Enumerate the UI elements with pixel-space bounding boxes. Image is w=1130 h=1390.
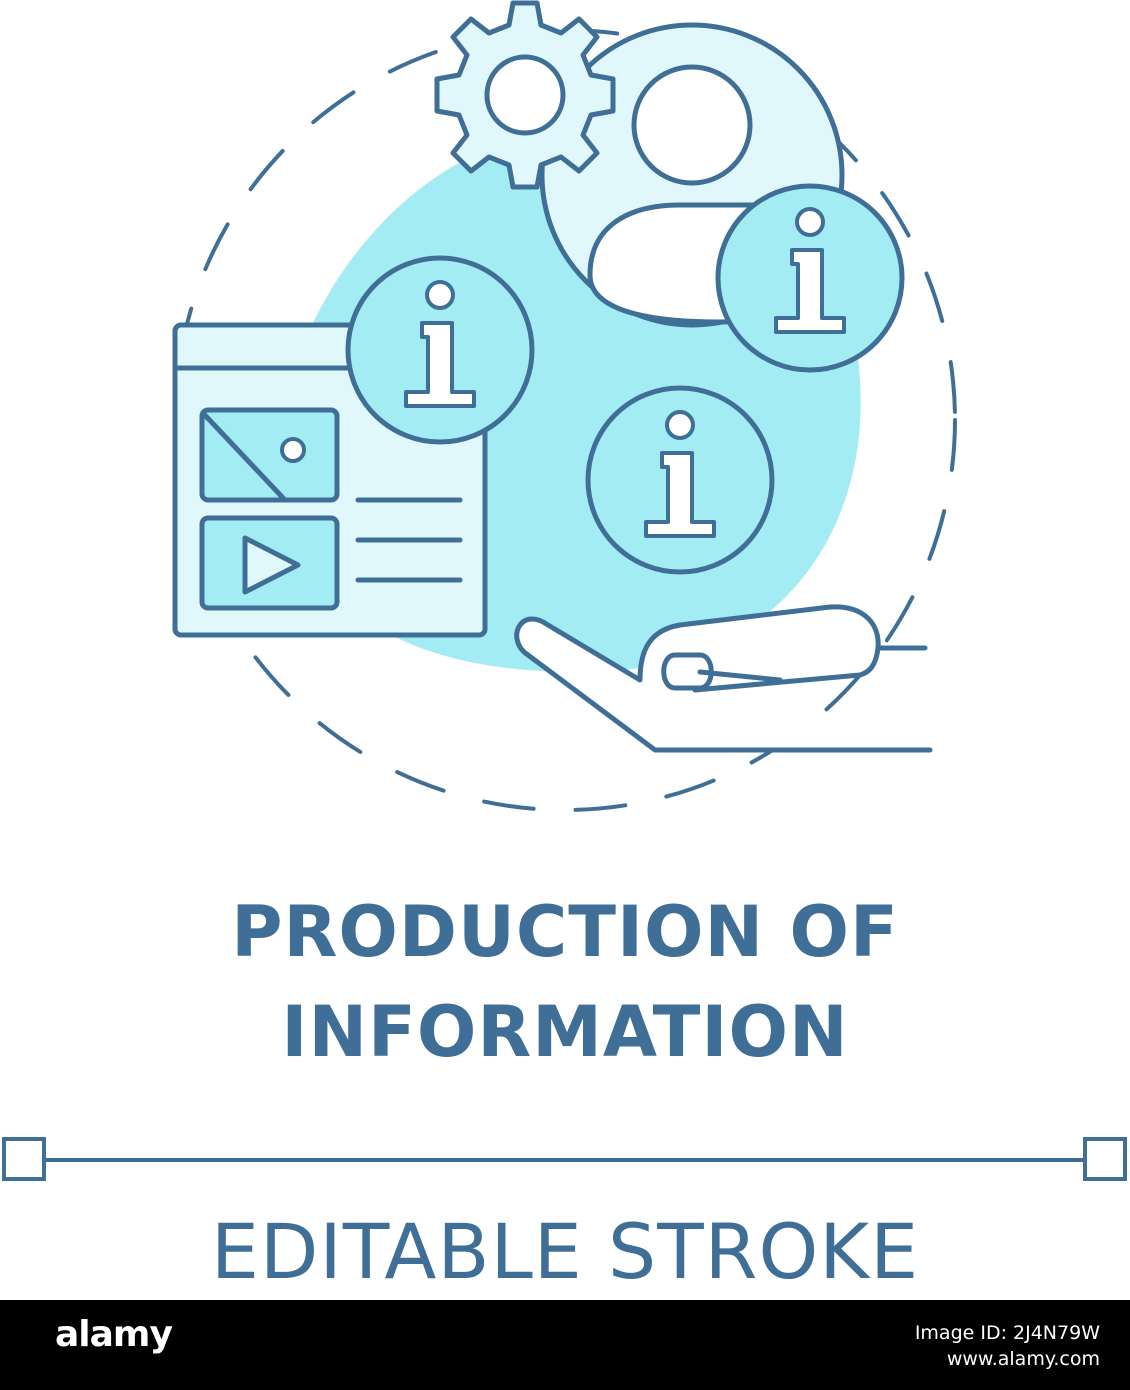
footer-meta: Image ID: 2J4N79W www.alamy.com [915,1320,1100,1372]
image-id-text: Image ID: 2J4N79W [914,1322,1100,1344]
footer-bar: alamy Image ID: 2J4N79W www.alamy.com [0,1300,1130,1390]
stroke-handle-left [2,1137,46,1181]
info-icon [345,255,535,445]
concept-illustration [172,0,957,812]
footer-logo: alamy [55,1314,173,1355]
image-icon [199,407,340,503]
info-icon [715,183,905,373]
hand-icon [514,604,933,753]
title-line-1: PRODUCTION OF [231,891,899,973]
info-icon [585,385,775,575]
site-url-text: www.alamy.com [946,1348,1100,1370]
stroke-handle-right [1083,1137,1127,1181]
gear-icon [434,0,616,190]
title-line-2: INFORMATION [281,991,849,1073]
video-play-icon [199,515,340,611]
subtitle: EDITABLE STROKE [210,1207,920,1296]
editable-stroke-line [2,1137,1127,1181]
